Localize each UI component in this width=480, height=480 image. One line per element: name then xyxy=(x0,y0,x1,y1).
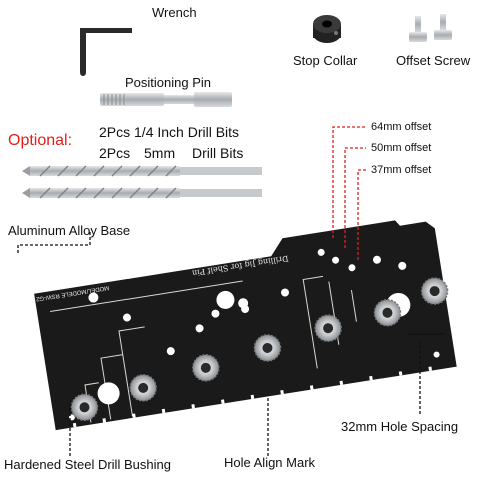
positioning-pin-icon xyxy=(100,92,232,107)
callout-lines xyxy=(17,232,421,456)
offset-screw-label: Offset Screw xyxy=(396,53,471,68)
drilling-jig: Drilling Jig for Shelf Pin MODEL/MODELE … xyxy=(34,220,457,431)
positioning-pin-label: Positioning Pin xyxy=(125,75,211,90)
offset-37-label: 37mm offset xyxy=(371,164,432,176)
drill-bit-icon xyxy=(22,187,262,199)
stop-collar-icon xyxy=(313,15,341,43)
hole-spacing-label: 32mm Hole Spacing xyxy=(341,419,459,434)
drill-bit-icon xyxy=(22,165,262,177)
aluminum-base-label: Aluminum Alloy Base xyxy=(8,223,131,238)
drill-bushing-label: Hardened Steel Drill Bushing xyxy=(4,457,171,472)
wrench-label: Wrench xyxy=(152,5,197,20)
stop-collar-label: Stop Collar xyxy=(293,53,358,68)
drill-bits-size: 5mm xyxy=(144,145,176,161)
offset-50-label: 50mm offset xyxy=(371,142,432,154)
offset-64-label: 64mm offset xyxy=(371,121,432,133)
optional-label: Optional: xyxy=(8,132,73,149)
drill-bits-line-1: 2Pcs 1/4 Inch Drill Bits xyxy=(99,124,240,140)
offset-screw-icon xyxy=(409,14,452,42)
drill-bits-qty: 2Pcs xyxy=(99,145,131,161)
hole-align-mark-label: Hole Align Mark xyxy=(224,455,316,470)
bushing-icon xyxy=(70,277,449,422)
offset-leader-lines xyxy=(332,126,366,260)
wrench-icon xyxy=(80,28,132,76)
drill-bits-name: Drill Bits xyxy=(192,145,244,161)
